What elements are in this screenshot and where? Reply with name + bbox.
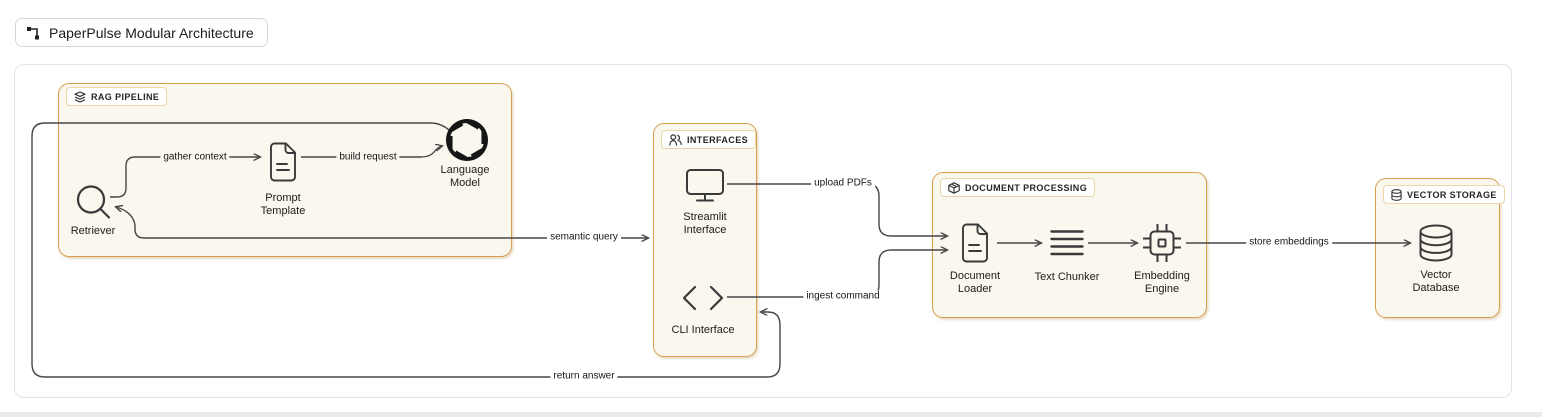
package-icon bbox=[948, 181, 960, 194]
edge-label-upload-pdfs[interactable]: upload PDFs bbox=[811, 177, 875, 189]
layers-icon bbox=[74, 90, 86, 103]
badge-document-processing: DOCUMENT PROCESSING bbox=[940, 178, 1096, 197]
edge-label-gather-context[interactable]: gather context bbox=[160, 151, 230, 163]
page-bottom-divider bbox=[0, 412, 1542, 417]
badge-label: RAG PIPELINE bbox=[91, 91, 160, 102]
badge-label: VECTOR STORAGE bbox=[1407, 189, 1497, 200]
magnifier-icon bbox=[73, 183, 113, 223]
users-icon bbox=[669, 133, 682, 146]
edge-label-semantic-query[interactable]: semantic query bbox=[547, 231, 621, 243]
chevrons-icon bbox=[682, 285, 724, 311]
diagram-title: PaperPulse Modular Architecture bbox=[49, 24, 254, 41]
openai-logo-icon bbox=[444, 117, 490, 163]
node-label: Streamlit Interface bbox=[683, 211, 727, 236]
node-label: Text Chunker bbox=[1034, 271, 1100, 283]
badge-label: INTERFACES bbox=[687, 134, 749, 145]
group-interfaces[interactable] bbox=[653, 123, 757, 357]
lines-icon bbox=[1050, 229, 1084, 257]
badge-label: DOCUMENT PROCESSING bbox=[965, 182, 1088, 193]
edge-label-store-embeddings[interactable]: store embeddings bbox=[1246, 236, 1332, 248]
node-label: Language Model bbox=[440, 164, 490, 189]
monitor-icon bbox=[686, 169, 724, 202]
chip-icon bbox=[1143, 224, 1181, 262]
badge-vector-storage: VECTOR STORAGE bbox=[1383, 185, 1505, 204]
edge-label-return-answer[interactable]: return answer bbox=[550, 370, 618, 382]
database-cylinder-icon bbox=[1419, 224, 1453, 262]
node-label: Vector Database bbox=[1412, 269, 1460, 294]
flow-connector-icon bbox=[26, 26, 40, 40]
node-label: Retriever bbox=[70, 225, 116, 237]
diagram-title-tab[interactable]: PaperPulse Modular Architecture bbox=[15, 18, 268, 47]
node-label: CLI Interface bbox=[671, 324, 735, 336]
document-icon bbox=[266, 142, 300, 182]
badge-interfaces: INTERFACES bbox=[661, 130, 757, 149]
node-label: Document Loader bbox=[949, 270, 1001, 295]
database-icon bbox=[1391, 188, 1402, 201]
document-icon bbox=[958, 223, 992, 263]
edge-label-build-request[interactable]: build request bbox=[336, 151, 400, 163]
node-label: Prompt Template bbox=[260, 192, 306, 217]
node-label: Embedding Engine bbox=[1134, 270, 1190, 295]
edge-label-ingest-command[interactable]: ingest command bbox=[803, 290, 883, 302]
badge-rag-pipeline: RAG PIPELINE bbox=[66, 87, 168, 106]
